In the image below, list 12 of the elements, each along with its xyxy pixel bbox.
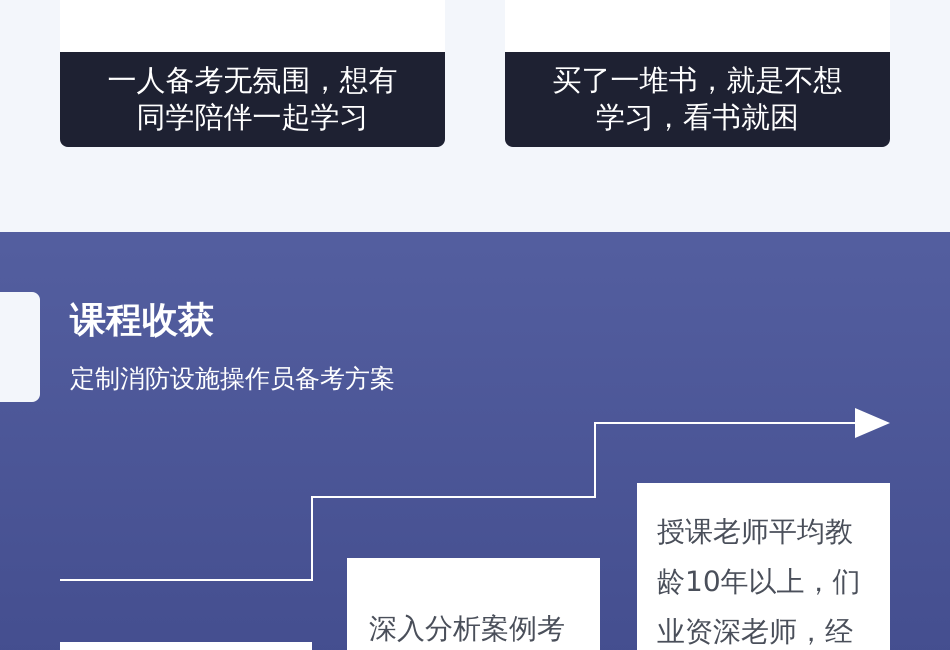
problem-card (505, 0, 890, 147)
problem-card (60, 0, 445, 147)
section-title: 课程收获 (70, 299, 214, 343)
card-caption: 一人备考无氛围，想有同学陪伴一起学习 (60, 52, 445, 147)
benefit-card (637, 483, 890, 650)
card-caption: 买了一堆书，就是不想学习，看书就困 (505, 52, 890, 147)
benefit-card (347, 558, 600, 650)
side-tab (0, 292, 40, 402)
section-subtitle: 定制消防设施操作员备考方案 (70, 363, 395, 395)
benefit-card (60, 642, 312, 650)
card-text: 深入分析案例考 (369, 611, 566, 647)
card-text: 授课老师平均教龄10年以上，们业资深老师，经 (657, 514, 862, 650)
